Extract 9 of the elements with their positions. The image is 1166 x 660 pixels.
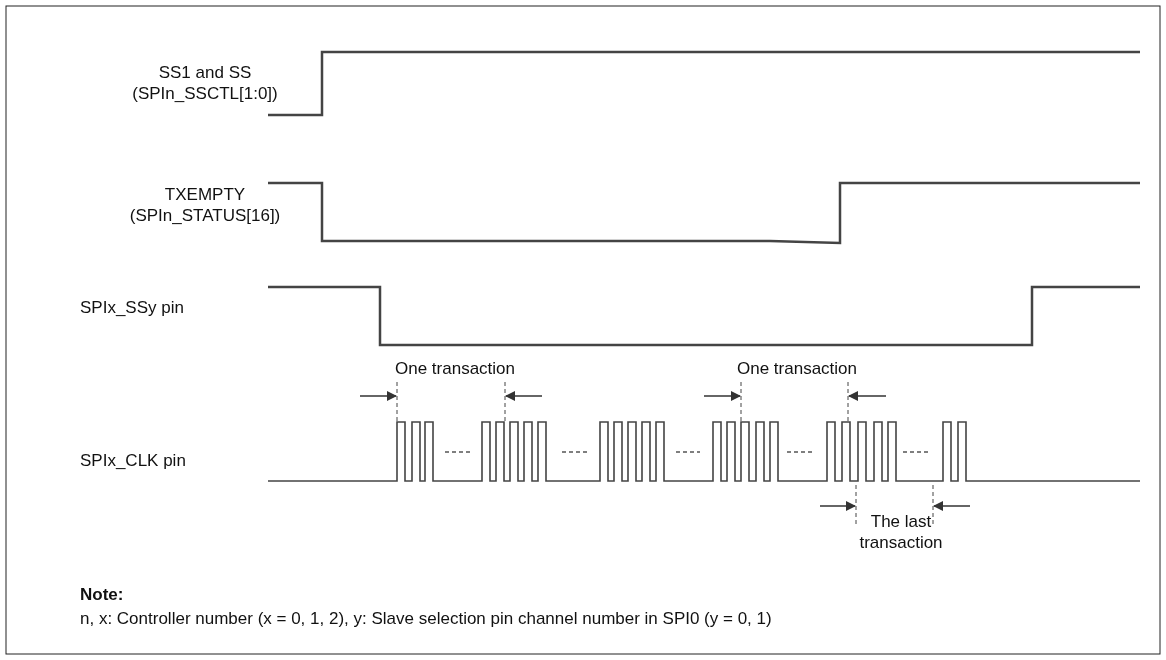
note-text: n, x: Controller number (x = 0, 1, 2), y: Slave selection pin channel number in SPI0 (y = 0, 1) <box>80 608 772 629</box>
signal-name: SS1 and SS (SPIn_SSCTL[1:0]) <box>131 62 279 104</box>
signal-name: TXEMPTY (SPIn_STATUS[16]) <box>128 184 282 226</box>
annotation-text: The last transaction <box>858 511 944 553</box>
signal-name: SPIx_CLK pin <box>80 450 186 471</box>
annotation-text: One transaction <box>736 358 858 379</box>
annotation-text: One transaction <box>394 358 516 379</box>
signal-name: SPIx_SSy pin <box>80 297 184 318</box>
note-heading: Note: <box>80 584 124 605</box>
